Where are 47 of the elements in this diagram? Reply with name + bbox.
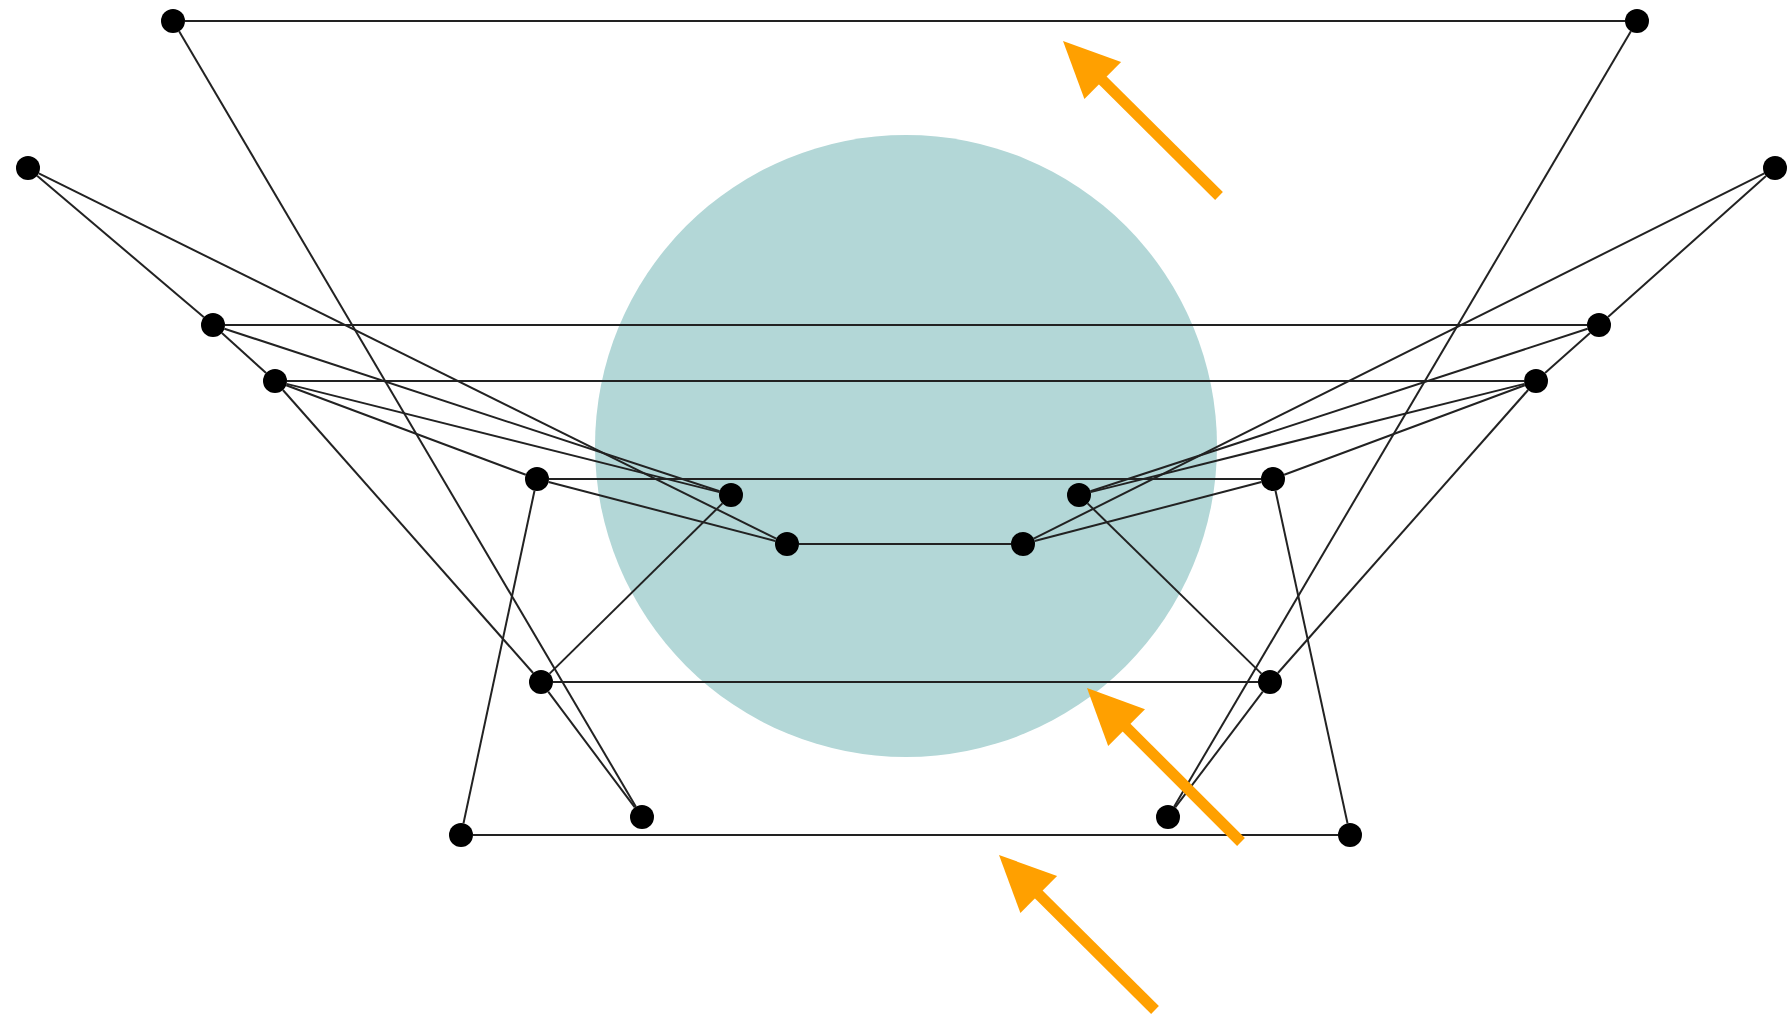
dot-node (16, 156, 40, 180)
dot-node (1625, 9, 1649, 33)
connector-line (1086, 502, 1263, 675)
dot-node (1587, 313, 1611, 337)
connector-line (1544, 332, 1591, 374)
dot-node (529, 670, 553, 694)
connector-line (547, 690, 636, 809)
connector-line (37, 172, 778, 540)
connector-line (224, 324, 1588, 326)
dot-node (1524, 369, 1548, 393)
connector-line (1274, 489, 1349, 825)
dot-node (449, 823, 473, 847)
connector-line (552, 681, 1259, 683)
connector-line (178, 30, 637, 808)
connector-line (472, 834, 1339, 836)
connector-line (1033, 481, 1263, 542)
connector-line (548, 478, 1262, 480)
dot-node (161, 9, 185, 33)
connector-line (281, 389, 535, 674)
connector-line (184, 20, 1626, 22)
connector-line (1607, 175, 1767, 318)
connector-line (462, 489, 536, 825)
connector-line (1174, 690, 1264, 809)
connector-line (285, 384, 527, 476)
connector-line (547, 481, 777, 542)
connector-line (798, 543, 1012, 545)
connector-line (36, 174, 205, 319)
dot-node (1258, 670, 1282, 694)
dot-node (630, 805, 654, 829)
dot-node (1338, 823, 1362, 847)
connector-line (1032, 172, 1766, 540)
dot-node (1763, 156, 1787, 180)
connector-line (286, 380, 1525, 382)
connector-line (548, 502, 724, 675)
connector-line (1173, 30, 1632, 808)
dot-node (263, 369, 287, 393)
connector-line (285, 382, 721, 494)
connector-line (1089, 382, 1526, 494)
dot-node (1261, 467, 1285, 491)
dot-node (201, 313, 225, 337)
connector-line (1276, 389, 1530, 674)
connector-line (220, 332, 268, 374)
connector-line (1089, 327, 1589, 493)
dot-node (525, 467, 549, 491)
dot-node (1156, 805, 1180, 829)
connector-line (1283, 384, 1526, 476)
connector-line (223, 327, 721, 493)
